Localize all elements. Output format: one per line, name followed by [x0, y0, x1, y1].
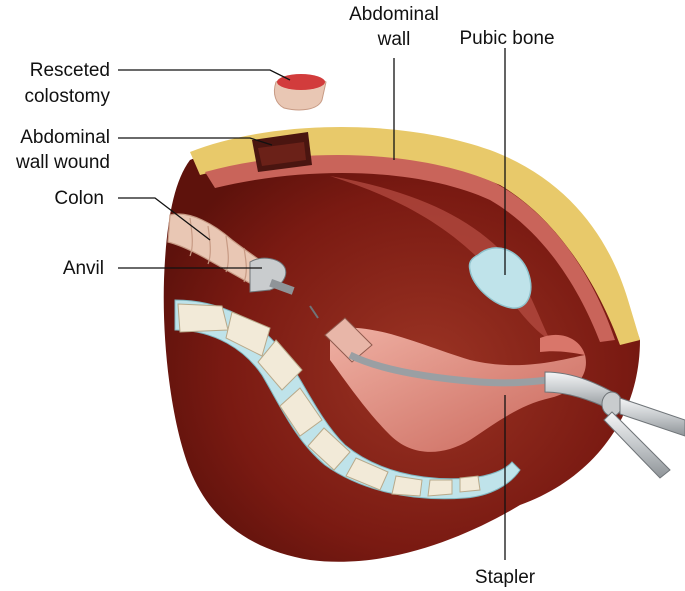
spine [174, 299, 521, 500]
label-abdominal-wall-wound-line1: Abdominal [20, 127, 110, 148]
label-colon: Colon [54, 188, 104, 209]
label-pubic-bone: Pubic bone [459, 28, 554, 49]
label-resected-colostomy-line2: colostomy [24, 86, 110, 107]
label-stapler: Stapler [475, 567, 536, 588]
label-abdominal-wall-wound-line2: wall wound [15, 152, 110, 173]
labels: Resceted colostomy Abdominal wall wound … [15, 4, 555, 588]
leader-lines [118, 48, 506, 560]
abdominal-wall-wound [252, 132, 312, 172]
anvil [249, 257, 295, 295]
pubic-bone [468, 247, 532, 309]
label-abdominal-wall-line2: wall [377, 29, 411, 50]
rectum [330, 327, 586, 452]
stapler [309, 305, 685, 479]
resected-colostomy [273, 74, 327, 111]
label-abdominal-wall-line1: Abdominal [349, 4, 439, 25]
label-anvil: Anvil [63, 258, 104, 279]
label-resected-colostomy-line1: Resceted [30, 60, 110, 81]
